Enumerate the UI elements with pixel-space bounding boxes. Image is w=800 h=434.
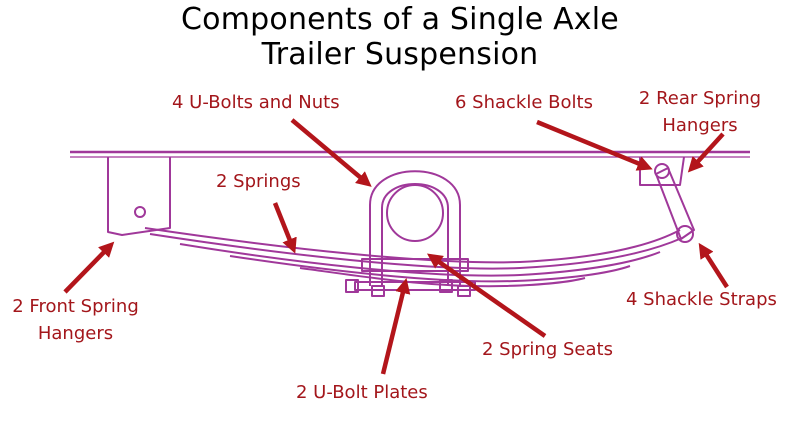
label-shackle-bolts: 6 Shackle Bolts <box>455 92 593 113</box>
arrow-front-hangers <box>63 241 115 294</box>
label-springs: 2 Springs <box>216 171 301 192</box>
label-rear-spring-hangers-line-1: 2 Rear Spring <box>638 88 762 109</box>
label-front-spring-hangers-line-2: Hangers <box>37 323 114 344</box>
arrow-shackle-straps <box>698 242 729 289</box>
spring-leaf-2 <box>149 233 683 270</box>
spring-seat <box>361 258 469 272</box>
shackle-strap <box>655 167 695 240</box>
label-spring-seats: 2 Spring Seats <box>482 339 613 360</box>
spring-leaf-main <box>144 227 681 264</box>
spring-leaf-4 <box>229 255 631 283</box>
label-rear-spring-hangers: 2 Rear Spring Hangers <box>630 85 770 139</box>
label-front-spring-hangers-line-1: 2 Front Spring <box>12 296 139 317</box>
label-u-bolt-plates: 2 U-Bolt Plates <box>296 382 428 403</box>
front-hanger-bolt <box>134 206 146 218</box>
u-bolt-nut-left-2 <box>371 285 385 297</box>
u-bolt-outer <box>369 170 461 286</box>
u-bolt-nut-left <box>345 279 359 293</box>
spring-leaf-3 <box>179 243 661 277</box>
arrow-springs <box>272 202 297 254</box>
arrow-rear-hangers <box>687 132 725 173</box>
arrow-u-bolts <box>290 118 372 187</box>
label-u-bolts-and-nuts: 4 U-Bolts and Nuts <box>172 92 340 113</box>
arrow-spring-seats <box>426 253 547 338</box>
u-bolt-nut-right-2 <box>457 285 471 297</box>
arrow-shackle-bolts <box>536 119 653 171</box>
label-shackle-straps: 4 Shackle Straps <box>626 289 777 310</box>
axle-tube <box>386 184 444 242</box>
label-front-spring-hangers: 2 Front Spring Hangers <box>0 293 153 347</box>
arrow-u-bolt-plates <box>380 278 411 375</box>
label-rear-spring-hangers-line-2: Hangers <box>662 115 738 136</box>
diagram-title-line-2: Trailer Suspension <box>261 37 539 72</box>
u-bolt-nut-right <box>439 279 453 293</box>
front-spring-hanger <box>107 157 171 236</box>
diagram-title-line-1: Components of a Single Axle <box>181 2 619 37</box>
shackle-lower-bolt <box>676 225 694 243</box>
